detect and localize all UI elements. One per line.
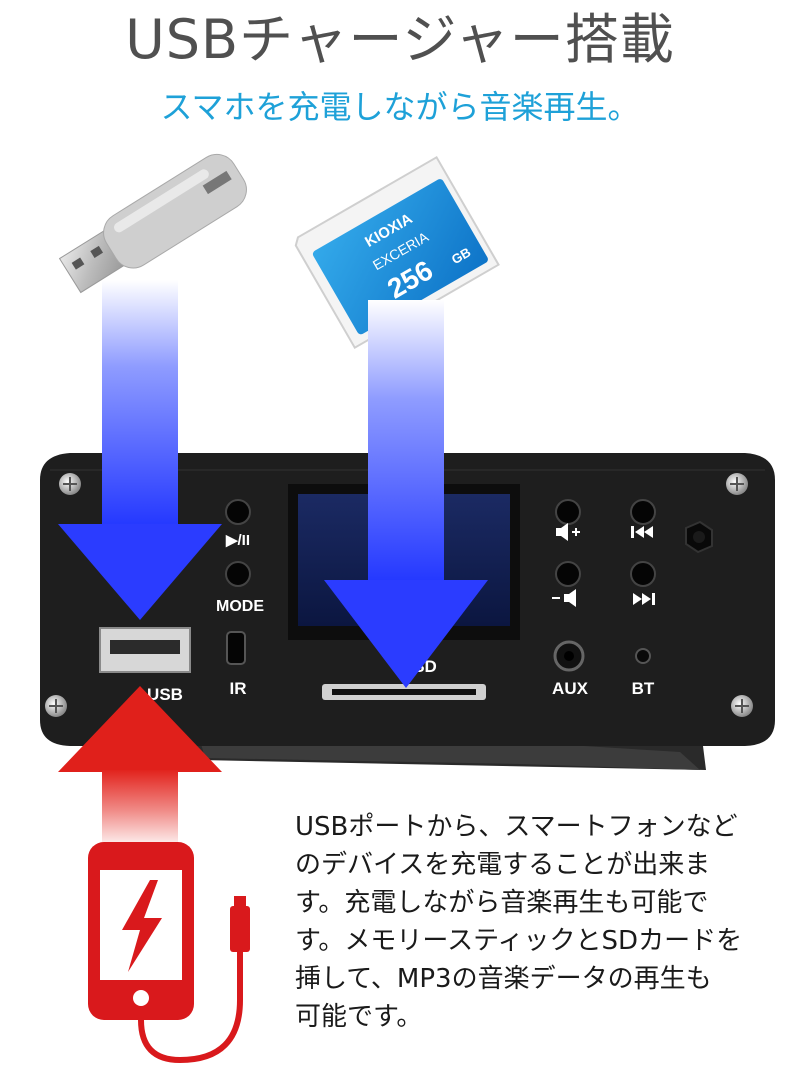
description-line: す。メモリースティックとSDカードを (295, 926, 743, 956)
screw-icon (731, 695, 753, 717)
play-pause-label: ▶/II (225, 532, 250, 549)
usb-card-reader (58, 153, 247, 294)
play-pause-button[interactable] (225, 499, 251, 525)
usb-label: USB (147, 685, 183, 704)
page-subtitle: スマホを充電しながら音楽再生。 (160, 88, 640, 126)
previous-track-icon (631, 526, 653, 538)
previous-button[interactable] (630, 499, 656, 525)
description-line: USBポートから、スマートフォンなど (295, 812, 738, 842)
description-line: 可能です。 (295, 1002, 423, 1032)
sd-card: KIOXIA EXCERIA 256 GB (294, 155, 500, 350)
aux-label: AUX (552, 679, 589, 698)
screw-icon (45, 695, 67, 717)
mode-button[interactable] (225, 561, 251, 587)
volume-up-button[interactable] (555, 499, 581, 525)
description-line: のデバイスを充電することが出来ま (295, 850, 711, 880)
ir-label: IR (230, 679, 247, 698)
blue-arrow-down-icon (58, 280, 222, 620)
bt-led (635, 648, 651, 664)
ir-receiver (226, 631, 246, 665)
mode-label: MODE (216, 598, 264, 615)
volume-up-icon (556, 523, 580, 541)
blue-arrow-down-icon (324, 300, 488, 688)
next-button[interactable] (630, 561, 656, 587)
next-track-icon (633, 593, 655, 605)
phone-charging-icon (88, 842, 250, 1064)
volume-down-icon (552, 589, 576, 607)
red-arrow-up-icon (58, 686, 222, 850)
description-line: 挿して、MP3の音楽データの再生も (295, 964, 712, 994)
description-text: USBポートから、スマートフォンなど のデバイスを充電することが出来ま す。充電… (295, 808, 775, 1036)
description-line: す。充電しながら音楽再生も可能で (295, 888, 709, 918)
page-title: USBチャージャー搭載 (125, 8, 675, 71)
lightning-bolt-icon (122, 880, 162, 972)
screw-icon (726, 473, 748, 495)
bt-label: BT (632, 679, 655, 698)
screw-icon (59, 473, 81, 495)
volume-down-button[interactable] (555, 561, 581, 587)
